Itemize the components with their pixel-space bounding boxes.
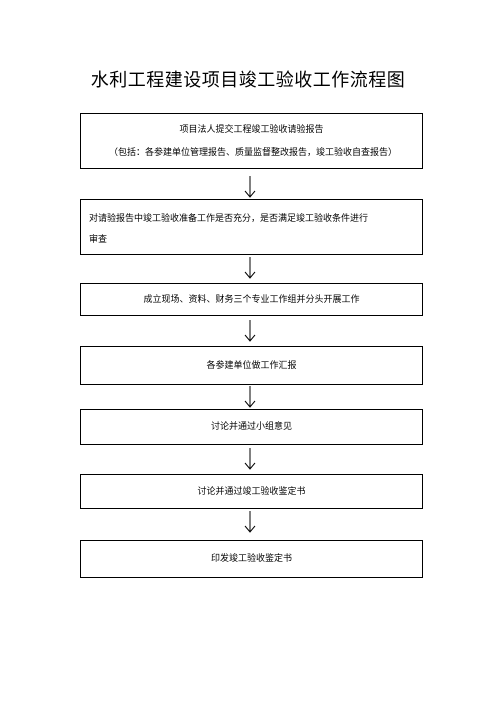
step-1-line-1: 项目法人提交工程竣工验收请验报告 bbox=[179, 125, 324, 135]
arrow-down-icon bbox=[243, 257, 257, 279]
step-1-line-2: （包括：各参建单位管理报告、质量监督整改报告，竣工验收自查报告） bbox=[109, 148, 398, 158]
step-3-text: 成立现场、资料、财务三个专业工作组并分头开展工作 bbox=[143, 294, 360, 305]
step-5-text: 讨论并通过小组意见 bbox=[210, 422, 292, 432]
step-4-box: 各参建单位做工作汇报 bbox=[80, 346, 423, 385]
arrow-down-icon bbox=[243, 386, 257, 408]
arrow-down-icon bbox=[243, 176, 257, 198]
step-2-line-2: 审查 bbox=[89, 235, 108, 245]
arrow-down-icon bbox=[243, 511, 257, 533]
page-title: 水利工程建设项目竣工验收工作流程图 bbox=[90, 70, 406, 91]
step-7-text: 印发竣工验收鉴定书 bbox=[210, 554, 292, 564]
step-2-box: 对请验报告中竣工验收准备工作是否充分，是否满足竣工验收条件进行 审查 bbox=[80, 199, 423, 255]
step-6-box: 讨论并通过竣工验收鉴定书 bbox=[80, 474, 423, 509]
step-7-box: 印发竣工验收鉴定书 bbox=[80, 540, 423, 578]
arrow-down-icon bbox=[243, 448, 257, 470]
step-5-box: 讨论并通过小组意见 bbox=[80, 409, 423, 445]
step-4-text: 各参建单位做工作汇报 bbox=[206, 360, 297, 371]
arrow-down-icon bbox=[243, 320, 257, 342]
step-1-box: 项目法人提交工程竣工验收请验报告 （包括：各参建单位管理报告、质量监督整改报告，… bbox=[80, 113, 423, 169]
step-6-text: 讨论并通过竣工验收鉴定书 bbox=[197, 486, 306, 497]
step-3-box: 成立现场、资料、财务三个专业工作组并分头开展工作 bbox=[80, 283, 423, 316]
step-2-line-1: 对请验报告中竣工验收准备工作是否充分，是否满足竣工验收条件进行 bbox=[89, 214, 369, 224]
